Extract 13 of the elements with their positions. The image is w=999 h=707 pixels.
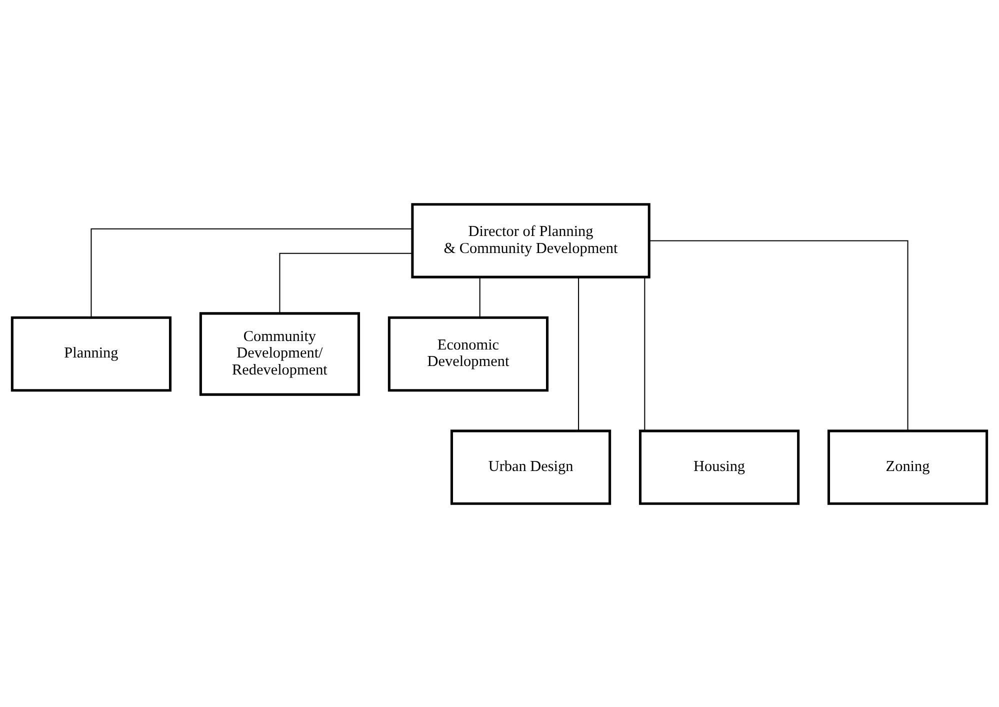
- connector: [578, 276, 580, 430]
- node-box: Urban Design: [450, 429, 612, 504]
- node-box: Housing: [638, 429, 800, 504]
- connector: [90, 228, 412, 317]
- connector: [649, 240, 908, 430]
- connector: [279, 252, 412, 313]
- connector: [644, 276, 646, 430]
- node-box: Economic Development: [388, 316, 549, 392]
- node-box: Planning: [10, 316, 172, 392]
- node-box: Zoning: [827, 429, 988, 504]
- node-box: Community Development/ Redevelopment: [199, 312, 360, 396]
- node-box: Director of Planning & Community Development: [411, 202, 650, 278]
- connector: [479, 276, 480, 318]
